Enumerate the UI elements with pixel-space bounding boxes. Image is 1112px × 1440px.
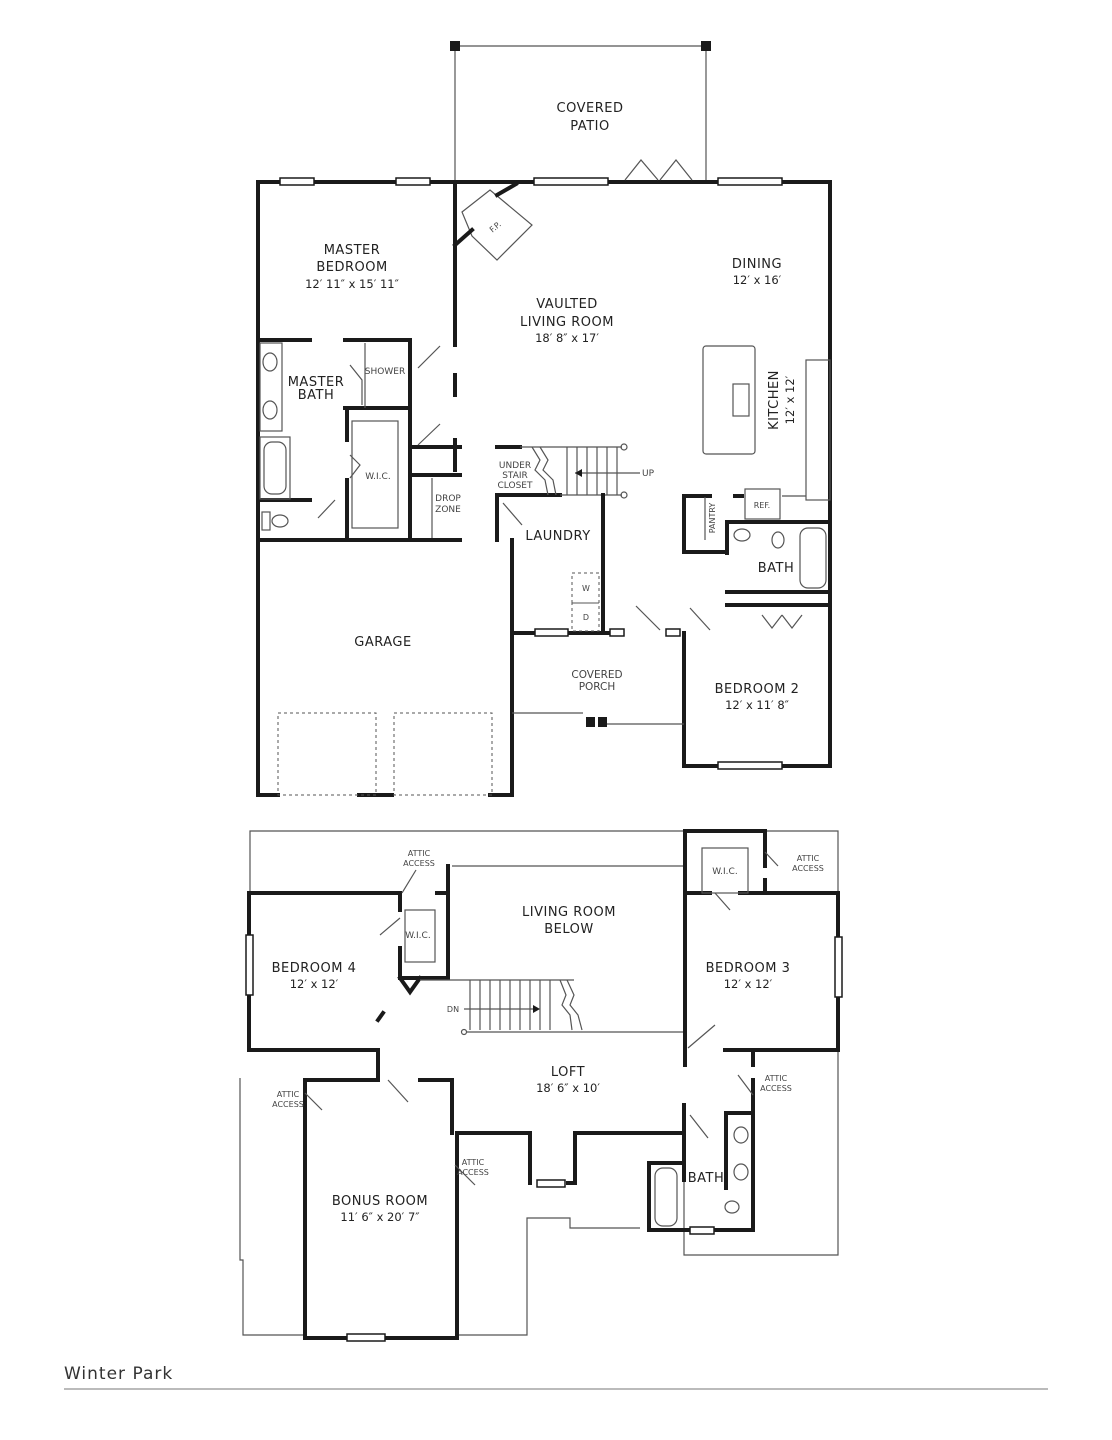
kitchen-label: KITCHEN: [767, 370, 782, 430]
covered-patio-label: COVERED: [557, 101, 624, 116]
covered-porch-label: COVERED: [571, 669, 622, 681]
svg-text:CLOSET: CLOSET: [498, 481, 533, 491]
washer-label: W: [582, 584, 590, 593]
stairs-first-floor: UP UNDER STAIR CLOSET: [495, 443, 655, 499]
svg-text:ATTIC: ATTIC: [408, 849, 431, 858]
under-stair-closet-label: UNDER: [499, 461, 531, 471]
bedroom4-dims: 12′ x 12′: [290, 977, 339, 991]
attic-access-labels: ATTIC ACCESS ATTIC ACCESS ATTIC ACCESS A…: [272, 849, 824, 1177]
dining-label: DINING: [732, 257, 782, 272]
dining-dims: 12′ x 16′: [733, 273, 782, 287]
wic-label-bedroom3: W.I.C.: [712, 867, 737, 877]
shower-label: SHOWER: [365, 367, 405, 377]
bedroom2-label: BEDROOM 2: [715, 682, 800, 697]
master-bath-label: MASTER: [288, 375, 345, 390]
svg-text:BATH: BATH: [298, 388, 335, 403]
svg-text:PORCH: PORCH: [579, 681, 616, 693]
second-floor: W.I.C. BEDROOM 4 12′ x 12′ DN LIVING ROO…: [239, 829, 843, 1342]
loft-dims: 18′ 6″ x 10′: [536, 1081, 600, 1095]
bedroom3-label: BEDROOM 3: [706, 961, 791, 976]
bonus-room-dims: 11′ 6″ x 20′ 7″: [340, 1210, 420, 1224]
garage-label: GARAGE: [354, 635, 411, 650]
footer-divider: [64, 1388, 1048, 1390]
svg-text:ATTIC: ATTIC: [462, 1158, 485, 1167]
bath-label-second-floor: BATH: [688, 1171, 725, 1186]
fireplace: F.P.: [452, 181, 533, 261]
drop-zone-label: DROP: [435, 494, 461, 504]
bedroom2-dims: 12′ x 11′ 8″: [725, 698, 790, 712]
living-room-label: VAULTED: [536, 297, 598, 312]
refrigerator-label: REF.: [754, 501, 770, 510]
bonus-room-label: BONUS ROOM: [332, 1194, 428, 1209]
stair-down-label: DN: [447, 1005, 459, 1014]
svg-text:LIVING ROOM: LIVING ROOM: [520, 315, 614, 330]
laundry-label: LAUNDRY: [525, 529, 590, 544]
stair-up-label: UP: [642, 469, 655, 479]
svg-text:STAIR: STAIR: [502, 471, 528, 481]
svg-text:ATTIC: ATTIC: [277, 1090, 300, 1099]
svg-text:BELOW: BELOW: [544, 922, 594, 937]
dryer-label: D: [583, 613, 589, 622]
bath-label-first-floor: BATH: [758, 561, 795, 576]
pantry-label: PANTRY: [708, 503, 717, 534]
loft-label: LOFT: [551, 1065, 585, 1080]
bedroom3-dims: 12′ x 12′: [724, 977, 773, 991]
svg-text:ACCESS: ACCESS: [403, 859, 435, 868]
wic-label: W.I.C.: [365, 472, 390, 482]
svg-text:ACCESS: ACCESS: [457, 1168, 489, 1177]
covered-patio: COVERED PATIO: [450, 41, 711, 182]
stairs-second-floor: DN: [420, 979, 684, 1036]
covered-patio-label-2: PATIO: [570, 119, 609, 134]
living-room-dims: 18′ 8″ x 17′: [535, 331, 599, 345]
svg-text:ACCESS: ACCESS: [792, 864, 824, 873]
svg-text:ATTIC: ATTIC: [765, 1074, 788, 1083]
living-below-label: LIVING ROOM: [522, 905, 616, 920]
svg-text:ZONE: ZONE: [435, 505, 461, 515]
kitchen-dims: 12′ x 12′: [783, 375, 797, 424]
plan-name: Winter Park: [64, 1364, 174, 1384]
master-bedroom-dims: 12′ 11″ x 15′ 11″: [305, 277, 399, 291]
svg-text:ACCESS: ACCESS: [760, 1084, 792, 1093]
svg-text:ACCESS: ACCESS: [272, 1100, 304, 1109]
svg-text:ATTIC: ATTIC: [797, 854, 820, 863]
svg-text:BEDROOM: BEDROOM: [316, 260, 387, 275]
svg-text:F.P.: F.P.: [488, 220, 503, 235]
first-floor: COVERED PATIO F.P.: [256, 41, 832, 797]
bedroom4-label: BEDROOM 4: [272, 961, 357, 976]
master-bedroom-label: MASTER: [324, 243, 381, 258]
wic-label-bedroom4: W.I.C.: [405, 931, 430, 941]
